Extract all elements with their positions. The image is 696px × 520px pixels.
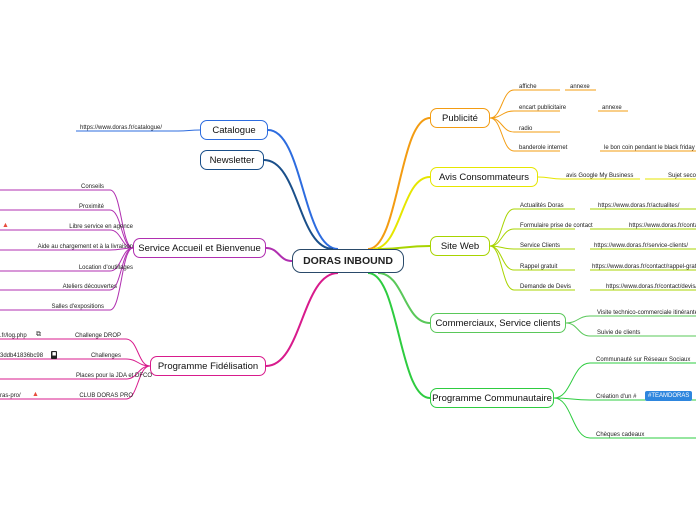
topic-service-accueil[interactable]: Service Accueil et Bienvenue bbox=[133, 238, 266, 258]
pub-affiche[interactable]: affiche bbox=[519, 84, 537, 90]
link-prog-0 bbox=[553, 362, 591, 399]
web-formulaire[interactable]: Formulaire prise de contact bbox=[520, 223, 593, 229]
link-acc-1 bbox=[109, 209, 134, 249]
topic-catalogue[interactable]: Catalogue bbox=[200, 120, 268, 140]
topic-programme-fidelisation[interactable]: Programme Fidélisation bbox=[150, 356, 266, 376]
hashtag-badge: #TEAMDORAS bbox=[645, 391, 693, 401]
central-topic[interactable]: DORAS INBOUND bbox=[292, 249, 404, 273]
warning-icon: ▲ bbox=[32, 391, 39, 398]
prog-cheques[interactable]: Chèques cadeaux bbox=[596, 432, 645, 438]
link-acc-2 bbox=[109, 229, 134, 249]
link-prog-1 bbox=[553, 397, 591, 401]
fid-challenges[interactable]: Challenges bbox=[90, 353, 121, 359]
link-fid-3 bbox=[125, 365, 151, 400]
link-pub-0 bbox=[489, 89, 515, 119]
fid-club-link[interactable]: ras-pro/ bbox=[0, 393, 21, 399]
web-service-clients-url[interactable]: https://www.doras.fr/service-clients/ bbox=[594, 243, 689, 249]
link-acc-6 bbox=[109, 247, 134, 311]
fid-places-jda[interactable]: Places pour la JDA et DFCO bbox=[75, 373, 152, 379]
acc-proximite[interactable]: Proximité bbox=[78, 204, 104, 210]
link-commerciaux bbox=[377, 272, 431, 324]
fid-challenge-drop-link[interactable]: .fr/log.php bbox=[0, 333, 27, 339]
external-link-icon[interactable]: ⧉ bbox=[36, 331, 41, 338]
pub-radio[interactable]: radio bbox=[519, 126, 533, 132]
link-communautaire bbox=[367, 272, 431, 399]
lock-icon: ■ bbox=[51, 351, 58, 359]
web-service-clients[interactable]: Service Clients bbox=[520, 243, 561, 249]
com-suivie[interactable]: Suivie de clients bbox=[597, 330, 641, 336]
link-pub-3 bbox=[489, 117, 515, 152]
web-devis[interactable]: Demande de Devis bbox=[520, 284, 572, 290]
web-actualites[interactable]: Actualités Doras bbox=[520, 203, 564, 209]
acc-salles[interactable]: Salles d'expositions bbox=[51, 304, 104, 310]
link-newsletter bbox=[263, 159, 334, 250]
pub-affiche-annexe[interactable]: annexe bbox=[570, 84, 590, 90]
link-catalogue-url bbox=[177, 129, 201, 132]
catalogue-url[interactable]: https://www.doras.fr/catalogue/ bbox=[80, 125, 163, 131]
link-publicite bbox=[367, 117, 431, 250]
link-fid-0 bbox=[125, 338, 151, 367]
acc-libre-service[interactable]: Libre service en agence bbox=[69, 224, 133, 230]
topic-publicite[interactable]: Publicité bbox=[430, 108, 490, 128]
topic-programme-communautaire[interactable]: Programme Communautaire bbox=[430, 388, 554, 408]
fid-club-doras[interactable]: CLUB DORAS PRO bbox=[79, 393, 133, 399]
web-formulaire-url[interactable]: https://www.doras.fr/contact/ bbox=[629, 223, 696, 229]
link-pub-2 bbox=[489, 117, 515, 133]
link-catalogue bbox=[267, 129, 339, 250]
link-web-1 bbox=[489, 228, 515, 247]
link-acc-0 bbox=[109, 189, 134, 249]
warning-icon: ▲ bbox=[2, 222, 9, 229]
web-rappel[interactable]: Rappel gratuit bbox=[520, 264, 558, 270]
acc-aide-chargement[interactable]: Aide au chargement et à la livraison bbox=[37, 244, 133, 250]
avis-sujet-secondaire[interactable]: Sujet secondaire bbox=[668, 173, 696, 179]
link-prog-2 bbox=[553, 397, 591, 439]
pub-encart-annexe[interactable]: annexe bbox=[602, 105, 622, 111]
fid-challenges-link[interactable]: 3ddb41836bc98 bbox=[0, 353, 44, 359]
web-actualites-url[interactable]: https://www.doras.fr/actualites/ bbox=[598, 203, 680, 209]
prog-creation[interactable]: Création d'un # bbox=[596, 394, 637, 400]
link-siteweb bbox=[377, 245, 431, 250]
topic-avis-consommateurs[interactable]: Avis Consommateurs bbox=[430, 167, 538, 187]
link-accueil bbox=[265, 247, 293, 262]
acc-conseils[interactable]: Conseils bbox=[80, 184, 104, 190]
acc-ateliers[interactable]: Ateliers découvertes bbox=[62, 284, 117, 290]
link-fidelisation bbox=[265, 272, 339, 367]
topic-commerciaux-service-clients[interactable]: Commerciaux, Service clients bbox=[430, 313, 566, 333]
web-devis-url[interactable]: https://www.doras.fr/contact/devis/ bbox=[606, 284, 696, 290]
pub-encart[interactable]: encart publicitaire bbox=[519, 105, 567, 111]
web-rappel-url[interactable]: https://www.doras.fr/contact/rappel-grat… bbox=[592, 264, 696, 270]
topic-newsletter[interactable]: Newsletter bbox=[200, 150, 264, 170]
fid-challenge-drop[interactable]: Challenge DROP bbox=[74, 333, 121, 339]
link-avis bbox=[372, 176, 431, 250]
acc-location[interactable]: Location d'outillages bbox=[78, 265, 133, 271]
avis-google[interactable]: avis Google My Business bbox=[566, 173, 634, 179]
pub-banderole-sub[interactable]: le bon coin pendant le black friday bbox=[604, 145, 695, 151]
link-com-0 bbox=[565, 315, 591, 324]
pub-banderole[interactable]: banderole internet bbox=[519, 145, 568, 151]
link-com-1 bbox=[565, 322, 591, 337]
com-visite[interactable]: Visite technico-commerciale itinérante bbox=[597, 310, 696, 316]
prog-communaute[interactable]: Communauté sur Réseaux Sociaux bbox=[596, 357, 691, 363]
topic-site-web[interactable]: Site Web bbox=[430, 236, 490, 256]
link-web-0 bbox=[489, 208, 515, 247]
link-avis-google bbox=[537, 176, 563, 180]
link-web-4 bbox=[489, 245, 515, 291]
